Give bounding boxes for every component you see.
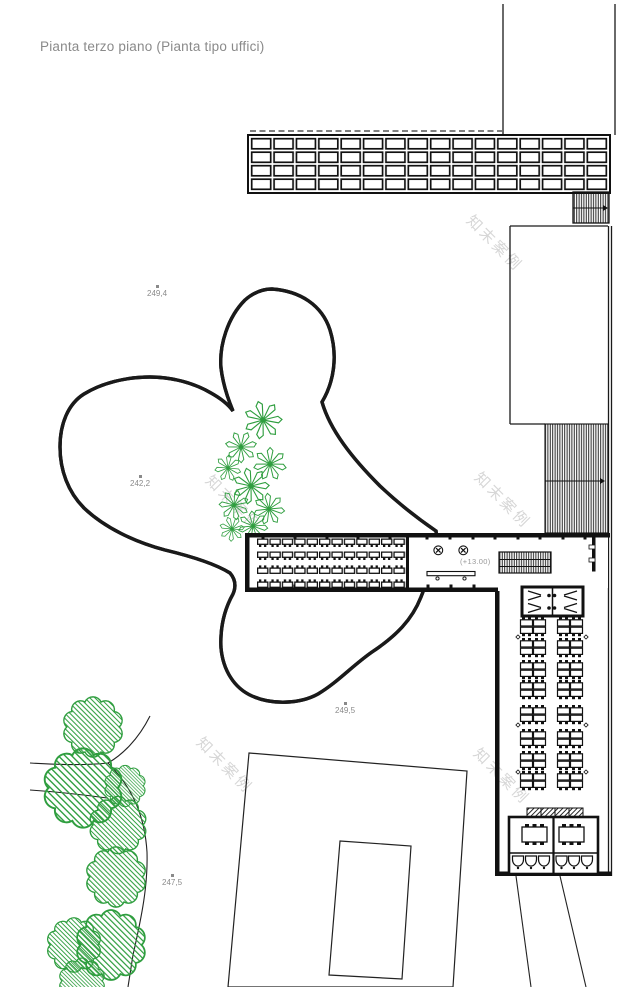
facade-grid (247, 130, 611, 194)
column-axis-icon: ⊗ (432, 542, 445, 559)
core-block (520, 585, 585, 618)
spot-elevation-value: 249,4 (147, 288, 168, 298)
wing-workstations (515, 616, 589, 791)
tree-canopies (43, 696, 147, 987)
axis-diamonds (515, 634, 589, 775)
stair-north (572, 191, 610, 224)
spot-elevation: 242,2 (130, 475, 150, 488)
spot-elevation-value: 247,5 (162, 877, 183, 887)
upper-building-outline (502, 4, 616, 135)
pond-outline (58, 287, 439, 704)
level-annotation: (+13.00) (460, 557, 491, 566)
spot-dot (171, 874, 174, 877)
plaza-inner-court (328, 840, 412, 980)
louver-strip (544, 423, 609, 534)
spot-dot (344, 702, 347, 705)
spot-dot (139, 475, 142, 478)
tower-block-outline (509, 225, 613, 876)
spot-elevation: 249,5 (335, 702, 355, 715)
spot-elevation: 249,4 (147, 285, 167, 298)
column-axis-icon: ⊗ (457, 542, 470, 559)
leader-lines (515, 875, 587, 987)
spot-elevation-value: 242,2 (130, 478, 151, 488)
plaza-outline (227, 752, 468, 987)
spot-dot (156, 285, 159, 288)
workstation-rows (257, 538, 406, 593)
meeting-rooms (507, 807, 600, 876)
office-band (245, 533, 610, 593)
palm-cluster-icon (210, 400, 292, 548)
spot-elevation-value: 249,5 (335, 705, 356, 715)
stair-band (498, 551, 552, 574)
spot-elevation: 247,5 (162, 874, 182, 887)
bench (426, 570, 476, 581)
page-title: Pianta terzo piano (Pianta tipo uffici) (40, 39, 265, 54)
